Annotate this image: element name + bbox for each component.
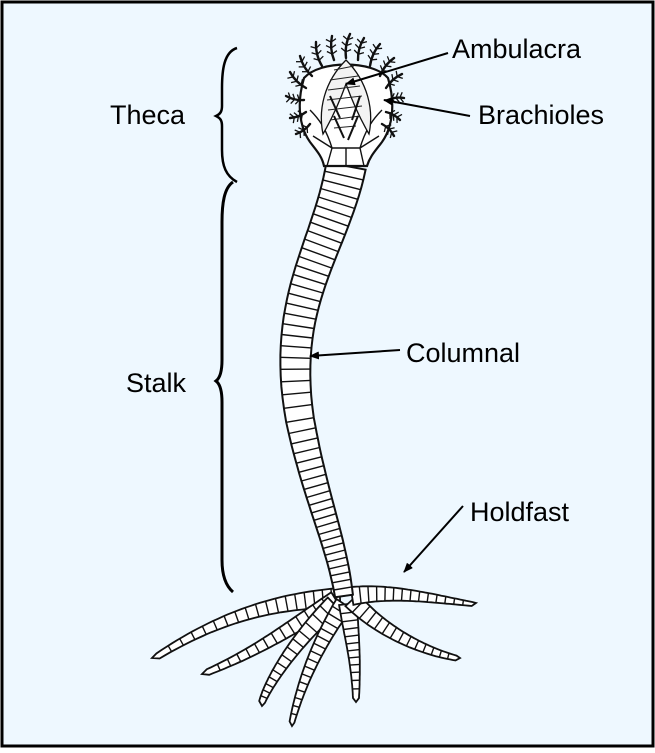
columnal-ring <box>410 590 411 601</box>
ambulacra-label: Ambulacra <box>452 34 582 64</box>
columnal-ring <box>350 664 360 665</box>
columnal-ring <box>280 357 310 358</box>
columnal-label: Columnal <box>406 338 520 368</box>
holdfast-label: Holdfast <box>470 497 570 527</box>
columnal-ring <box>349 657 360 658</box>
brachiole-barb <box>373 54 379 55</box>
brachiole-barb <box>390 62 396 63</box>
brachiole-barb <box>371 59 377 60</box>
columnal-ring <box>393 588 394 601</box>
theca-label: Theca <box>110 100 186 130</box>
columnal-ring <box>454 598 455 604</box>
brachioles-label: Brachioles <box>478 100 604 130</box>
columnal-ring <box>463 600 464 605</box>
columnal-ring <box>368 586 369 602</box>
stalk-label: Stalk <box>126 368 187 398</box>
columnal-ring <box>402 589 403 601</box>
columnal-ring <box>351 672 360 673</box>
brachiole-barb <box>376 48 382 49</box>
brachiole-barb <box>386 66 392 67</box>
columnal-ring <box>445 597 446 604</box>
